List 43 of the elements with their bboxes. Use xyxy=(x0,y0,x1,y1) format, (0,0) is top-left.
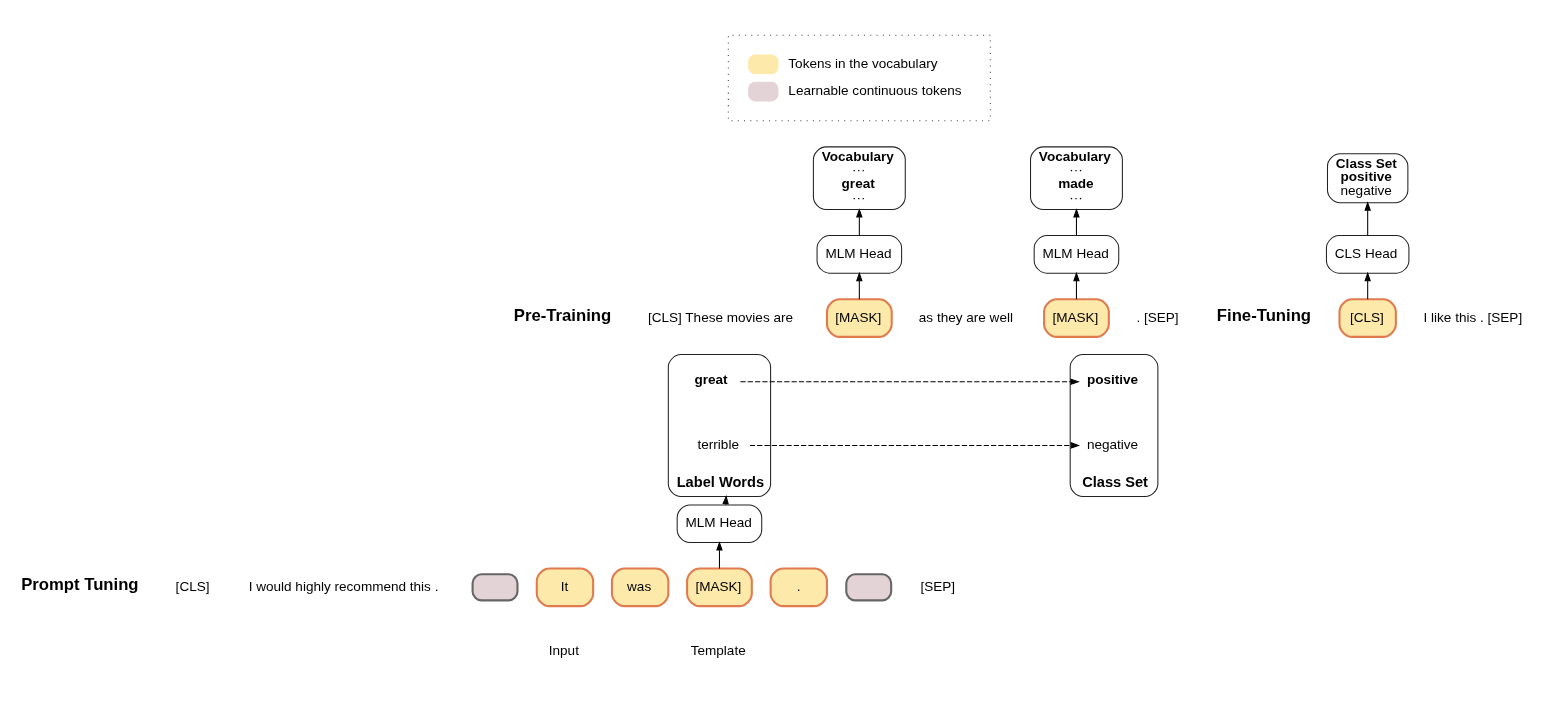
node-box xyxy=(845,573,893,602)
legend-label: Tokens in the vocabulary xyxy=(788,55,938,71)
node-box: [MASK] xyxy=(686,567,753,608)
label: Template xyxy=(690,642,746,658)
arrow xyxy=(1073,271,1080,300)
node-text: positive xyxy=(1086,372,1139,388)
node-box: was xyxy=(610,567,670,608)
node-box: CLS Head xyxy=(1325,235,1410,274)
label: I would highly recommend this . xyxy=(248,578,439,594)
legend-label: Learnable continuous tokens xyxy=(788,83,962,99)
node-box: Vocabulary ··· great ··· xyxy=(812,146,906,210)
label: Pre-Training xyxy=(513,305,612,325)
arrow xyxy=(1073,208,1080,236)
label: Prompt Tuning xyxy=(21,575,139,595)
node-box: Vocabulary ··· made ··· xyxy=(1030,146,1123,210)
arrow xyxy=(739,378,1080,385)
label: [SEP] xyxy=(920,578,956,594)
node-box: [MASK] xyxy=(825,298,893,338)
node-text: terrible xyxy=(697,436,739,452)
node-box: MLM Head xyxy=(1033,235,1120,274)
label: [CLS] xyxy=(175,578,210,594)
node-box: MLM Head xyxy=(816,235,903,274)
label: as they are well xyxy=(918,309,1013,325)
node-box xyxy=(471,573,519,602)
arrow xyxy=(716,541,723,569)
label: I like this . [SEP] xyxy=(1423,309,1523,325)
node-box: It xyxy=(535,567,595,608)
arrow xyxy=(1364,201,1371,236)
arrow xyxy=(1364,271,1371,300)
arrow xyxy=(856,208,863,236)
node-text: great xyxy=(694,372,728,388)
label: Input xyxy=(548,642,579,658)
node-box: [CLS] xyxy=(1338,298,1397,338)
label: . [SEP] xyxy=(1136,309,1179,325)
node-box: . xyxy=(769,567,828,608)
arrow xyxy=(856,271,863,300)
label: [CLS] These movies are xyxy=(647,309,794,325)
arrow xyxy=(722,495,729,506)
label: Fine-Tuning xyxy=(1216,305,1312,325)
node-box: [MASK] xyxy=(1043,298,1110,338)
arrow xyxy=(749,442,1081,449)
node-text: negative xyxy=(1086,436,1139,452)
node-box: Class Set positive negative xyxy=(1326,153,1409,204)
